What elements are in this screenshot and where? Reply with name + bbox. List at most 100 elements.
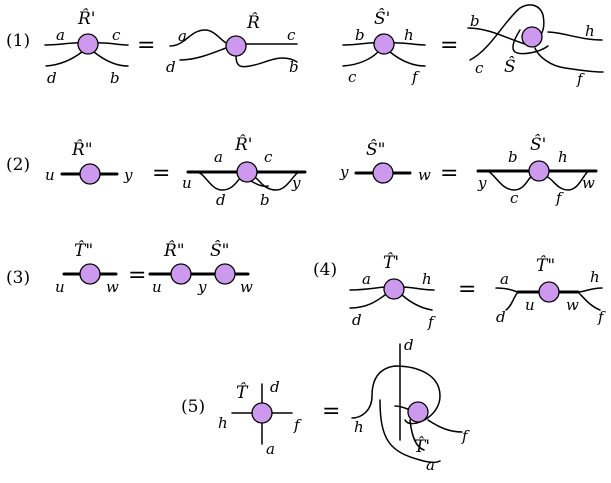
eq1-s-twisted-diagram: b h c f Ŝ [467,4,604,88]
label-a: a [178,27,187,45]
tensor-node-sprime [528,160,550,182]
label-f: f [293,416,302,434]
tensor-node-sdoubleprime [214,263,236,285]
wire-h-f [543,170,591,191]
label-w: w [418,166,431,184]
equals-sign: = [128,263,146,288]
label-w: w [566,296,579,314]
label-u: u [525,296,535,314]
wire-c [342,51,379,67]
wire-c-b [251,171,301,191]
label-a: a [362,270,371,288]
label-a: a [426,456,435,474]
label-b: b [508,148,518,166]
equals-sign: = [137,33,155,58]
equals-sign: = [440,161,458,186]
eq5-tprime-twisted-diagram: d h f a T̂' [351,336,470,474]
equals-sign: = [152,161,170,186]
wire-f [389,51,426,67]
label-r: R̂ [246,13,260,33]
label-f: f [427,313,436,331]
label-tprime: T̂' [383,253,399,273]
label-y: y [339,163,349,181]
label-w: w [106,278,119,296]
label-u: u [45,166,55,184]
eq5-t-diagram: (5) T̂ d h f a [181,378,302,458]
tensor-node-tdoubleprime [79,263,101,285]
eq4-number: (4) [313,260,337,280]
equals-sign: = [322,399,340,424]
label-c: c [348,68,357,86]
label-tprime: T̂' [414,437,430,457]
label-w: w [240,278,253,296]
label-d: d [496,308,506,326]
label-d: d [166,58,176,76]
wire-d [179,47,227,61]
eq4-tdoubleprime-expanded-diagram: T̂" a h d u w f [495,256,606,326]
eq3-number: (3) [6,268,30,288]
label-f: f [576,70,585,88]
wire-b [235,55,298,68]
label-y: y [197,278,207,296]
wire-a [169,29,229,47]
label-rdoubleprime: R̂" [163,241,185,261]
label-sprime: Ŝ' [530,134,546,155]
wire-a [495,287,519,293]
label-y: y [291,174,301,192]
eq4-tprime-diagram: (4) T̂' a h d f [313,253,436,331]
wire-b [93,51,129,67]
label-f: f [597,308,606,326]
label-h: h [218,414,228,432]
label-sdoubleprime: Ŝ" [366,139,385,160]
wire-c [95,42,129,46]
eq1-r-diagram: R̂ a c d b [166,13,299,76]
label-d: d [270,378,280,396]
wire-d [45,51,83,67]
label-b: b [110,69,120,87]
wire-b-c [485,170,535,191]
label-h: h [585,22,595,40]
wire-f [577,291,601,311]
wire-h [577,287,603,293]
label-d: d [404,336,414,354]
tensor-node-s [521,26,543,48]
tensor-node-tprime [407,401,429,423]
label-h: h [354,418,364,436]
label-y: y [123,166,133,184]
eq1-sprime-diagram: Ŝ' b h c f [342,8,426,86]
eq3-tdoubleprime-diagram: (3) T̂" u w [6,241,119,296]
wire-loop-top [469,4,545,61]
eq2-rdoubleprime-diagram: (2) R̂" u y [6,140,133,185]
label-d: d [352,311,362,329]
label-h: h [422,270,432,288]
tensor-node-tdoubleprime [538,281,560,303]
eq2-sdoubleprime-diagram: Ŝ" y w [339,139,431,184]
wire-f [534,47,604,73]
eq1-rprime-diagram: (1) R̂' a c d b [6,9,129,87]
tensor-node-rprime [236,161,258,183]
wire-d [505,291,519,311]
label-b: b [260,191,270,209]
label-u: u [182,174,192,192]
wire-a [409,419,425,451]
eq2-number: (2) [6,155,30,175]
equals-sign: = [440,33,458,58]
wire-c-loop [512,29,549,55]
label-b: b [470,12,480,30]
wire-b [467,27,526,45]
label-t: T̂ [236,383,249,403]
label-y: y [477,174,487,192]
tensor-node-rprime [77,33,99,55]
label-d: d [216,191,226,209]
tensor-node-r [225,35,247,57]
label-h: h [558,148,568,166]
label-rprime: R̂' [77,9,95,29]
tensor-node-tprime [383,278,405,300]
label-f: f [411,68,420,86]
label-c: c [475,59,484,77]
label-s: Ŝ [504,56,516,77]
label-w: w [582,174,595,192]
label-sdoubleprime: Ŝ" [210,240,229,261]
eq2-rprime-expanded-diagram: R̂' a c u y d b [182,135,307,209]
